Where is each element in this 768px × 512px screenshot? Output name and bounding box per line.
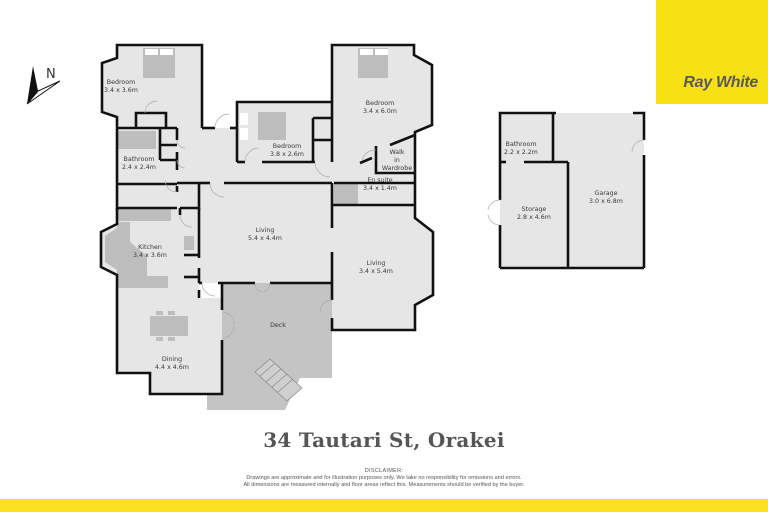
kitchen-dims: 3.4 x 3.6m (133, 252, 167, 259)
disclaimer-line2: All dimensions are measured internally a… (243, 482, 525, 488)
storage-name: Storage (522, 206, 547, 213)
brand-logo: Ray White (656, 0, 768, 104)
dining-name: Dining (162, 356, 182, 363)
walls (99, 43, 646, 396)
room-labels: Bedroom 3.4 x 3.6m Bathroom 2.4 x 2.4m B… (104, 79, 623, 371)
bathroom1-name: Bathroom (124, 156, 155, 163)
bedroom2-name: Bedroom (273, 143, 301, 150)
bathroom1-dims: 2.4 x 2.4m (122, 164, 156, 171)
dining-dims: 4.4 x 4.6m (155, 364, 189, 371)
bedroom1-name: Bedroom (107, 79, 135, 86)
bathroom2-dims: 2.2 x 2.2m (504, 149, 538, 156)
living2-dims: 3.4 x 5.4m (359, 268, 393, 275)
living1-dims: 5.4 x 4.4m (248, 235, 282, 242)
stairs (254, 358, 303, 402)
north-label: N (46, 67, 56, 82)
bedroom3-dims: 3.4 x 6.0m (363, 108, 397, 115)
bedroom3-name: Bedroom (366, 100, 394, 107)
footer-band (0, 499, 768, 512)
living1-name: Living (256, 227, 275, 234)
wardrobe-l3: Wardrobe (382, 165, 412, 172)
wardrobe-l1: Walk (389, 149, 404, 156)
disclaimer-heading: DISCLAIMER: (364, 468, 404, 474)
door-swings (144, 100, 645, 339)
kitchen-name: Kitchen (138, 244, 162, 251)
ensuite-dims: 3.4 x 1.4m (363, 185, 397, 192)
deck-area (207, 283, 332, 410)
garage-dims: 3.0 x 6.8m (589, 198, 623, 205)
bedroom2-dims: 3.8 x 2.6m (270, 151, 304, 158)
storage-dims: 2.8 x 4.6m (517, 214, 551, 221)
fixtures (105, 48, 522, 341)
disclaimer-line1: Drawings are approximate and for illustr… (246, 475, 522, 481)
living2-name: Living (367, 260, 386, 267)
deck-name: Deck (270, 322, 286, 329)
property-address: 34 Tautari St, Orakei (263, 428, 505, 452)
wardrobe-l2: in (394, 157, 400, 164)
north-arrow-icon: N (26, 66, 61, 105)
bedroom1-dims: 3.4 x 3.6m (104, 87, 138, 94)
garage-name: Garage (594, 190, 617, 197)
ensuite-name: En suite (367, 177, 392, 184)
brand-name: Ray White (683, 74, 758, 91)
outbuilding-fills (500, 113, 644, 268)
bathroom2-name: Bathroom (506, 141, 537, 148)
